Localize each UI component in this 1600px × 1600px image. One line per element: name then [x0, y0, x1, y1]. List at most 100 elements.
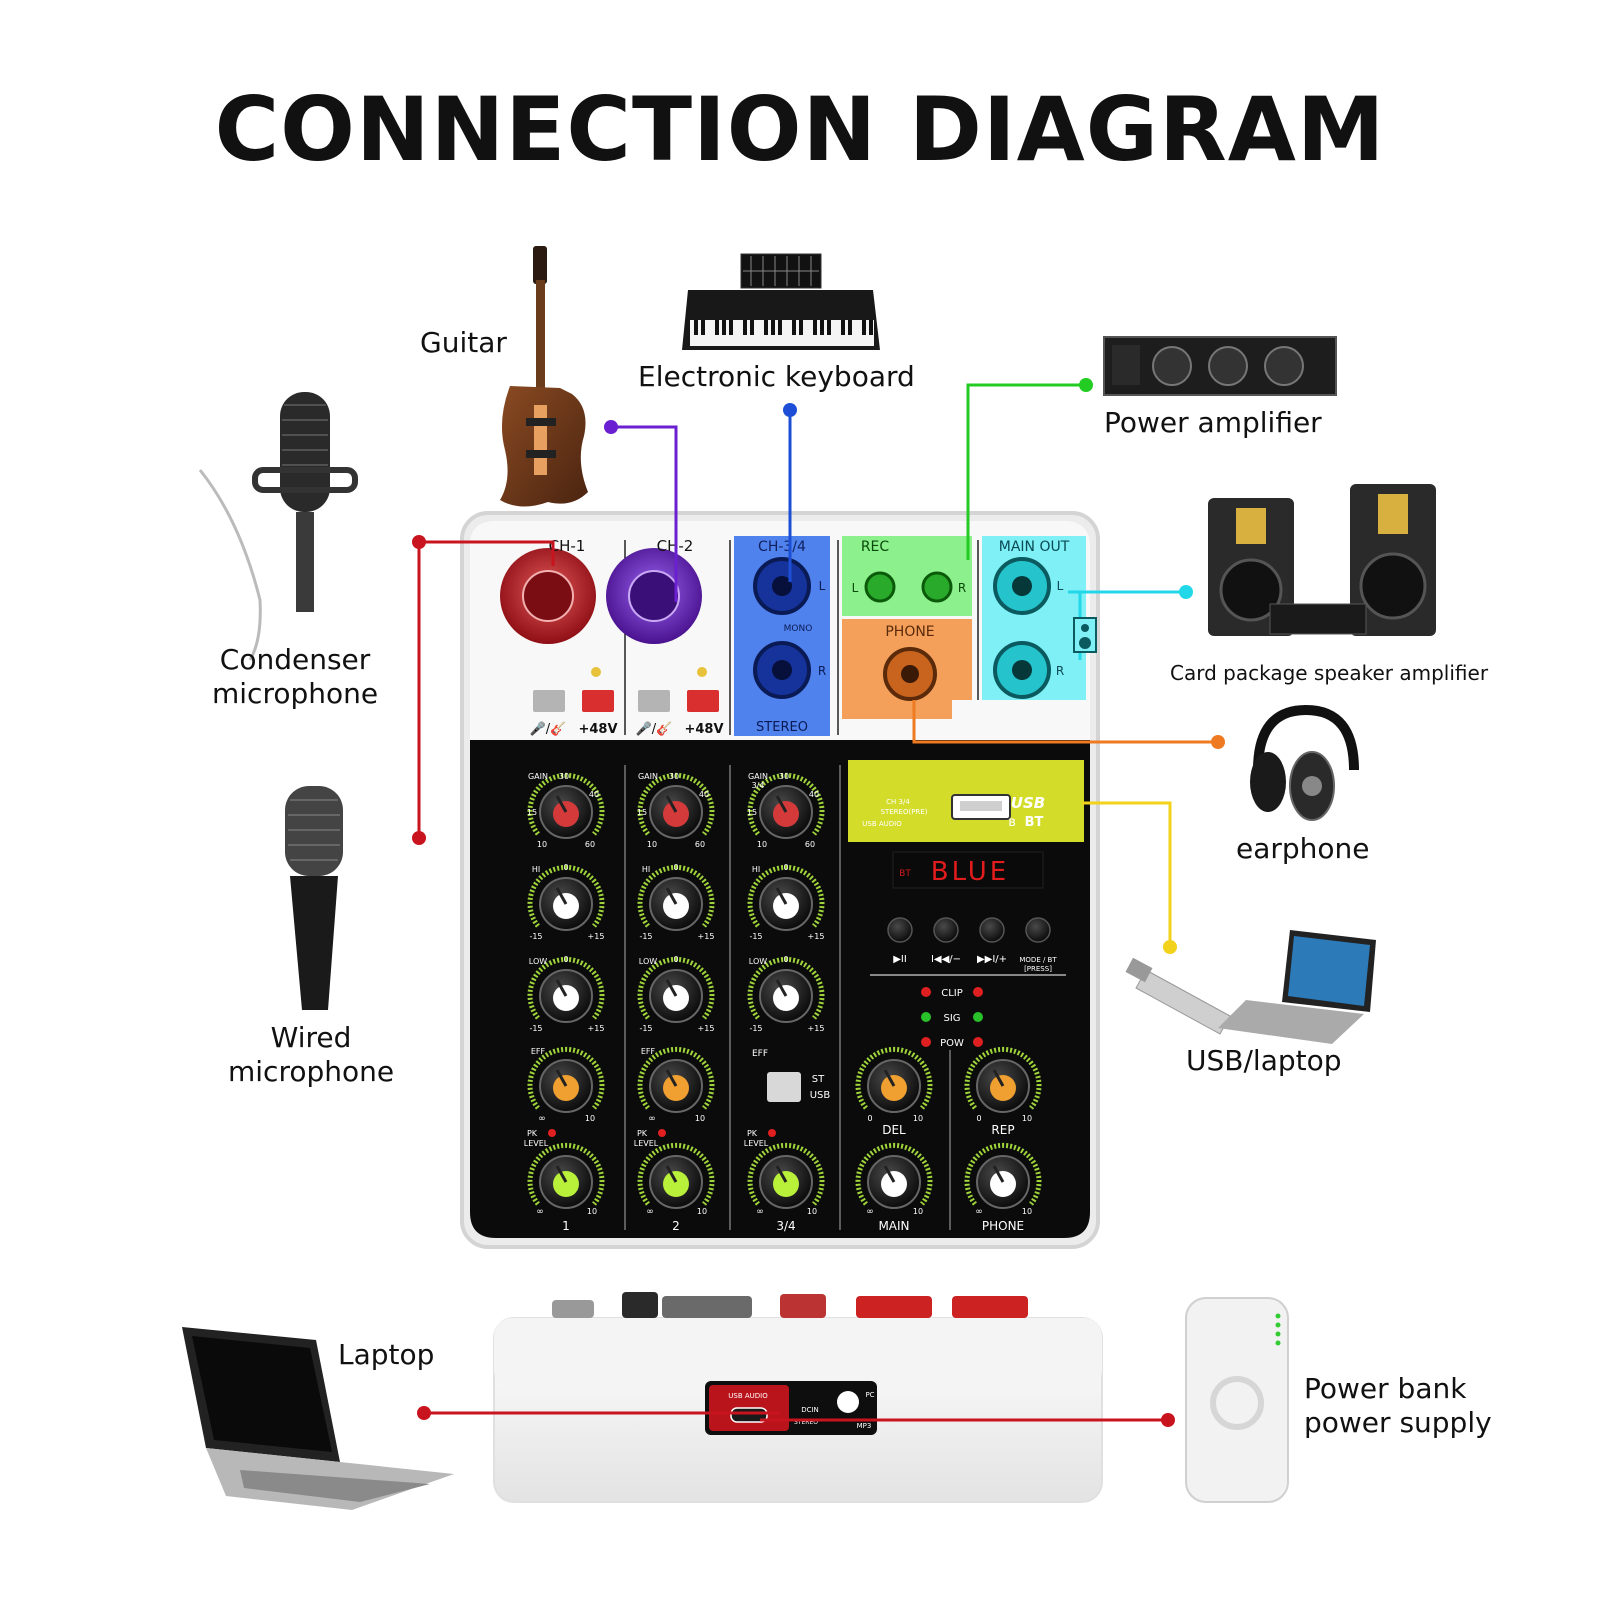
ch2-gain-knob-cap	[663, 801, 689, 827]
ch1-hi-knob-cap	[553, 893, 579, 919]
knob-scale-label: 60	[695, 840, 705, 849]
transport-button-3[interactable]	[979, 917, 1005, 943]
svg-text:L: L	[819, 579, 826, 593]
st-usb-switch[interactable]	[767, 1072, 801, 1102]
transport-button-4[interactable]	[1025, 917, 1051, 943]
knob-scale-label: 10	[807, 1207, 817, 1216]
svg-text:L: L	[1057, 579, 1064, 593]
knob-scale-label: 10	[537, 840, 547, 849]
knob-scale-label: +15	[588, 1024, 605, 1033]
display-text: BLUE	[931, 857, 1010, 887]
ch2-level-knob-cap	[663, 1171, 689, 1197]
node-wired-mic	[412, 831, 426, 845]
knob-scale-label: PK	[637, 1129, 648, 1138]
ch1-peak-led	[548, 1129, 556, 1137]
knob-scale-label: LOW	[639, 957, 657, 966]
knob-scale-label: 15	[527, 808, 537, 817]
knob-scale-label: LEVEL	[744, 1139, 769, 1148]
connection-lines	[412, 378, 1225, 1427]
line-guitar-purple	[611, 425, 678, 602]
knob-scale-label: +15	[698, 932, 715, 941]
knob-scale-label: 10	[1022, 1114, 1032, 1123]
svg-text:L: L	[852, 581, 859, 595]
node-earphone	[1211, 735, 1225, 749]
ch2-mic-inst-switch[interactable]	[638, 690, 670, 712]
ch34-low-knob-cap	[773, 985, 799, 1011]
ch2-low-knob-cap	[663, 985, 689, 1011]
ch1-48v-switch[interactable]	[582, 690, 614, 712]
knob-scale-label: HI	[752, 865, 760, 874]
knob-scale-label: 10	[587, 1207, 597, 1216]
svg-text:CH 3/4: CH 3/4	[886, 798, 910, 806]
node-power-bank	[1161, 1413, 1175, 1427]
laptop-image	[182, 1327, 454, 1510]
ch2-mic-inst-icon: 🎤/🎸	[636, 720, 673, 737]
knob-scale-label: 0	[673, 955, 678, 964]
led-pow-right	[973, 1037, 983, 1047]
knob-scale-label: 10	[913, 1207, 923, 1216]
knob-scale-label: PK	[747, 1129, 758, 1138]
transport-button-2[interactable]	[933, 917, 959, 943]
knob-scale-label: 15	[747, 808, 757, 817]
led-clip-left	[921, 987, 931, 997]
del-knob-cap	[881, 1075, 907, 1101]
del-label: DEL	[882, 1123, 906, 1137]
ch2-peak-led	[658, 1129, 666, 1137]
knob-scale-label: 0	[563, 863, 568, 872]
rec-r-jack	[921, 571, 953, 603]
knob-scale-label: 10	[647, 840, 657, 849]
knob-scale-label: ∞	[538, 1114, 546, 1124]
knob-scale-label: 30	[669, 772, 679, 781]
transport-label-2: I◀◀/−	[931, 954, 961, 965]
label-wired-microphone: Wired microphone	[228, 1021, 395, 1088]
card-speaker-amplifier-image	[1208, 484, 1436, 636]
transport-label-4: MODE / BT	[1019, 956, 1057, 964]
transport-button-1[interactable]	[887, 917, 913, 943]
bt-label: BT	[1025, 815, 1044, 830]
ch34-peak-led	[768, 1129, 776, 1137]
led-label-clip: CLIP	[941, 988, 963, 999]
knob-scale-label: 40	[809, 790, 819, 799]
label-card-speaker-amplifier: Card package speaker amplifier	[1170, 661, 1489, 685]
knob-scale-label: -15	[639, 1024, 652, 1033]
knob-scale-label: GAIN	[638, 772, 658, 781]
power-button[interactable]	[837, 1391, 859, 1413]
rep-knob-cap	[990, 1075, 1016, 1101]
power-bank-image	[1185, 1297, 1289, 1503]
svg-text:R: R	[1056, 664, 1064, 678]
svg-text:MP3: MP3	[857, 1422, 872, 1430]
ch1-channel-number: 1	[562, 1219, 570, 1233]
ch2-phantom-led	[697, 667, 707, 677]
ch1-eff-knob-cap	[553, 1075, 579, 1101]
rec-panel	[842, 536, 972, 616]
label-electronic-keyboard: Electronic keyboard	[638, 360, 915, 393]
transport-label-3: ▶▶I/+	[977, 954, 1007, 965]
ch1-mic-inst-switch[interactable]	[533, 690, 565, 712]
led-sig-left	[921, 1012, 931, 1022]
ch34-label: CH-3/4	[758, 539, 806, 555]
knob-scale-label: 10	[757, 840, 767, 849]
led-pow-left	[921, 1037, 931, 1047]
main-knob-cap	[881, 1171, 907, 1197]
transport-label-4: [PRESS]	[1024, 965, 1052, 973]
label-guitar: Guitar	[420, 326, 507, 359]
ch2-48v-switch[interactable]	[687, 690, 719, 712]
knob-scale-label: 40	[699, 790, 709, 799]
knob-scale-label: 10	[913, 1114, 923, 1123]
ch1-low-knob-cap	[553, 985, 579, 1011]
node-usb-laptop	[1163, 940, 1177, 954]
led-label-pow: POW	[940, 1038, 964, 1049]
knob-scale-label: +15	[588, 932, 605, 941]
ch1-phantom-led	[591, 667, 601, 677]
knob-scale-label: +15	[808, 932, 825, 941]
bluetooth-icon: ʙ	[1008, 815, 1016, 830]
knob-scale-label: ∞	[536, 1207, 544, 1217]
phone-label: PHONE	[982, 1219, 1024, 1233]
ch1-level-knob-cap	[553, 1171, 579, 1197]
knob-scale-label: HI	[642, 865, 650, 874]
phone-knob-cap	[990, 1171, 1016, 1197]
knob-scale-label: LEVEL	[634, 1139, 659, 1148]
mixer-top-view: CH-1 CH-2 🎤/🎸 +48V 🎤/🎸 +48V CH-3/4 L R M…	[460, 511, 1100, 1249]
